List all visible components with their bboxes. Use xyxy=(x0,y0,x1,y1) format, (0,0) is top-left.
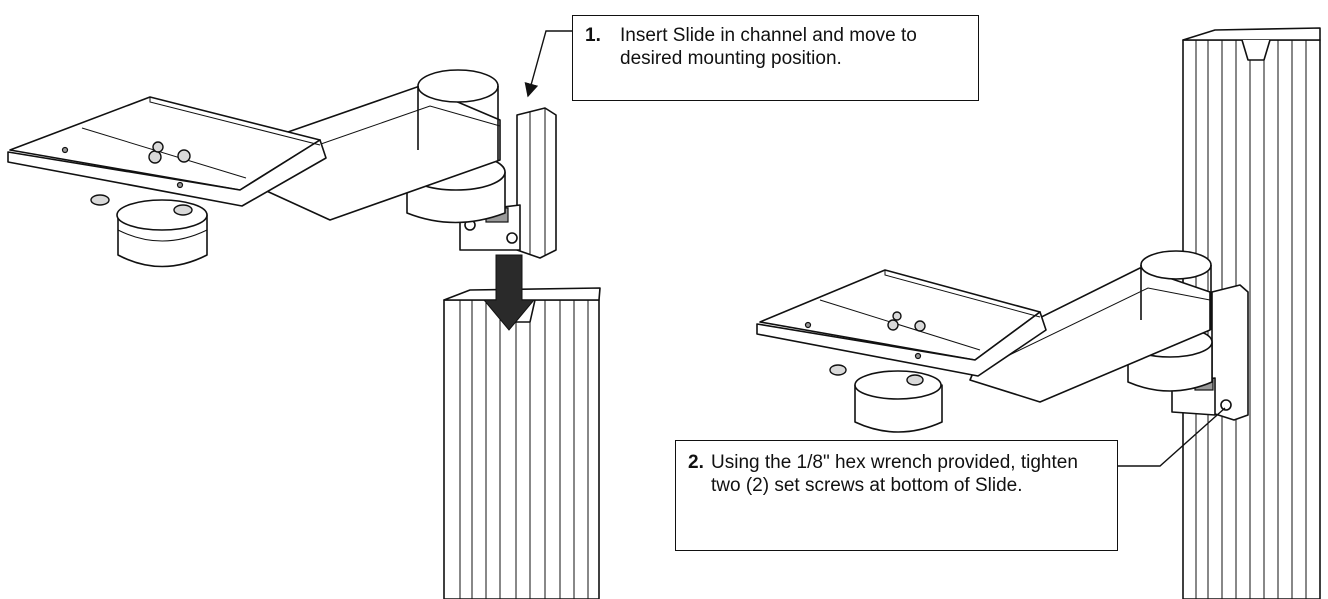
right-extension-arm xyxy=(969,250,1212,403)
callout-step-1-number: 1. xyxy=(585,25,601,46)
right-mounting-plate xyxy=(756,269,1047,377)
left-lower-hub xyxy=(90,194,208,268)
left-extrusion-channel xyxy=(443,287,601,599)
leader-line-2 xyxy=(1118,407,1226,467)
right-wall-bracket xyxy=(1171,284,1249,421)
callout-step-2: 2. Using the 1/8" hex wrench provided, t… xyxy=(675,440,1118,551)
callout-step-1-text: Insert Slide in channel and move to desi… xyxy=(620,25,917,69)
callout-step-2-number: 2. xyxy=(688,452,704,473)
callout-step-2-text: Using the 1/8" hex wrench provided, tigh… xyxy=(711,452,1078,496)
callout-step-1: 1. Insert Slide in channel and move to d… xyxy=(572,15,979,101)
down-arrow-icon xyxy=(482,254,536,331)
left-mounting-plate xyxy=(7,96,327,207)
right-lower-hub xyxy=(829,364,943,433)
leader-arrow-icon xyxy=(524,30,572,98)
